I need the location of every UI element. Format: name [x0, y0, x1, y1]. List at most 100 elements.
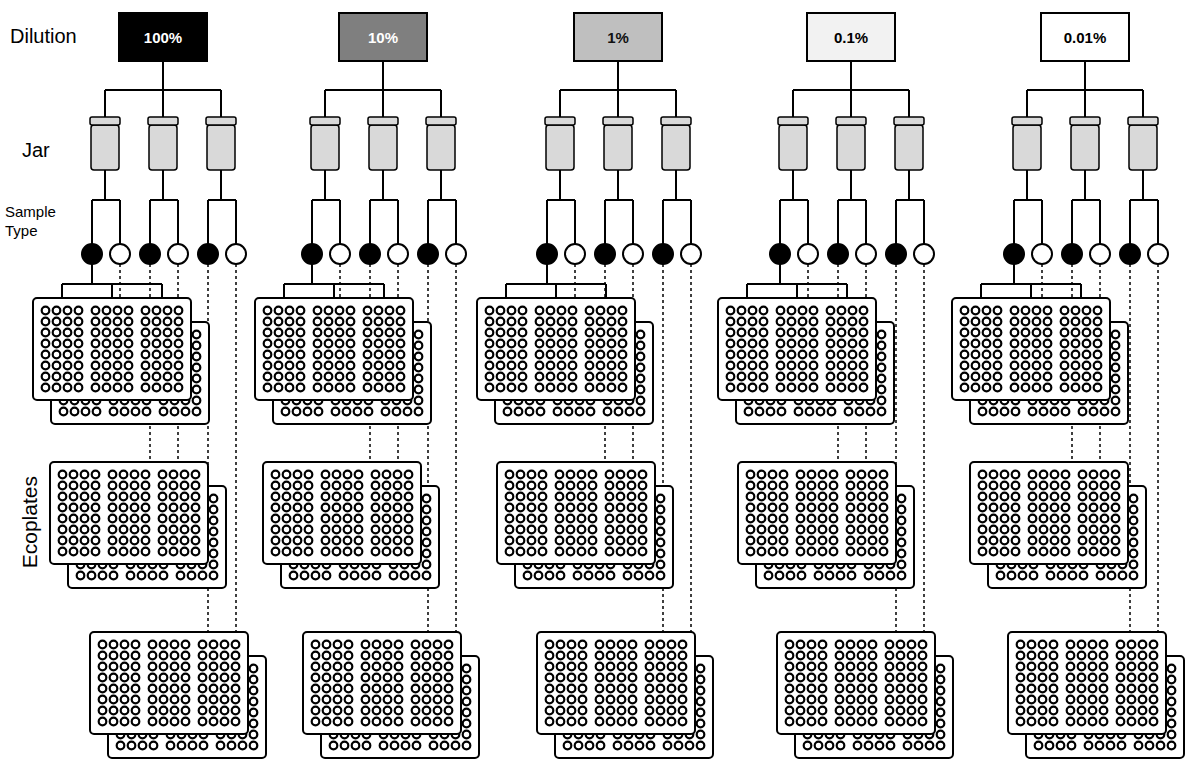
- plate-well: [596, 685, 604, 693]
- plate-well: [386, 307, 394, 315]
- plate-well: [547, 384, 555, 392]
- plate-well: [617, 537, 625, 545]
- plate-well: [557, 718, 565, 726]
- plate-well: [615, 408, 623, 416]
- dotted-line: [339, 264, 341, 298]
- plate-well: [127, 572, 135, 580]
- plate-well: [181, 515, 189, 523]
- plate-well: [567, 537, 575, 545]
- plate-well: [586, 318, 594, 326]
- plate-well: [210, 674, 218, 682]
- plate-well: [343, 408, 351, 416]
- plate-well: [81, 504, 89, 512]
- plate-well: [160, 707, 168, 715]
- plate-well: [445, 641, 453, 649]
- plate-well: [586, 351, 594, 359]
- plate-well: [92, 504, 100, 512]
- plate-well: [384, 696, 392, 704]
- plate-well: [92, 526, 100, 534]
- plate-well: [604, 408, 612, 416]
- plate-well: [182, 408, 190, 416]
- plate-well: [314, 340, 322, 348]
- plate-well: [70, 493, 78, 501]
- plate-well: [810, 329, 818, 337]
- plate-well: [362, 685, 370, 693]
- plate-well: [556, 526, 564, 534]
- plate-well: [810, 362, 818, 370]
- plate-well: [192, 482, 200, 490]
- plate-well: [628, 548, 636, 556]
- plate-well: [42, 384, 50, 392]
- plate-well: [333, 548, 341, 556]
- plate-well: [336, 384, 344, 392]
- plate-well: [404, 408, 412, 416]
- plate-well: [286, 318, 294, 326]
- plate-well: [323, 674, 331, 682]
- plate-well: [838, 340, 846, 348]
- plate-well: [93, 408, 101, 416]
- plate-well: [160, 696, 168, 704]
- plate-well: [558, 373, 566, 381]
- plate-well: [99, 718, 107, 726]
- plate-well: [75, 384, 83, 392]
- plate-well: [114, 373, 122, 381]
- plate-well: [646, 685, 654, 693]
- plate-well: [412, 663, 420, 671]
- plate-well: [373, 674, 381, 682]
- plate-well: [386, 340, 394, 348]
- plate-well: [519, 384, 527, 392]
- plate-well: [589, 482, 597, 490]
- plate-well: [164, 384, 172, 392]
- plate-well: [64, 362, 72, 370]
- plate-well: [579, 663, 587, 671]
- plate-well: [153, 373, 161, 381]
- plate-well: [463, 698, 471, 706]
- plate-well: [646, 663, 654, 671]
- plate-well: [88, 572, 96, 580]
- plate-well: [486, 373, 494, 381]
- plate-front: [537, 632, 695, 734]
- plate-well: [264, 362, 272, 370]
- plate-well: [171, 641, 179, 649]
- plate-well: [333, 515, 341, 523]
- plate-well: [323, 572, 331, 580]
- plate-well: [639, 526, 647, 534]
- plate-well: [275, 329, 283, 337]
- plate-well: [617, 471, 625, 479]
- dotted-line: [690, 264, 692, 632]
- plate-well: [114, 307, 122, 315]
- plate-well: [517, 493, 525, 501]
- plate-well: [558, 318, 566, 326]
- plate-well: [294, 493, 302, 501]
- plate-well: [849, 373, 857, 381]
- plate-well: [138, 572, 146, 580]
- plate-well: [423, 674, 431, 682]
- plate-well: [159, 526, 167, 534]
- plate-well: [618, 707, 626, 715]
- plate-well: [606, 548, 614, 556]
- plate-well: [210, 685, 218, 693]
- plate-well: [586, 362, 594, 370]
- plate-well: [486, 329, 494, 337]
- plate-well: [250, 676, 258, 684]
- plate-well: [394, 548, 402, 556]
- plate-well: [192, 515, 200, 523]
- plate-well: [637, 353, 645, 361]
- plate-well: [596, 674, 604, 682]
- plate-outline: [477, 298, 635, 400]
- plate-well: [635, 572, 643, 580]
- plate-well: [607, 718, 615, 726]
- plate-well: [697, 676, 705, 684]
- plate-well: [351, 572, 359, 580]
- plate-well: [70, 482, 78, 490]
- plate-well: [586, 329, 594, 337]
- plate-well: [64, 318, 72, 326]
- plate-well: [412, 696, 420, 704]
- plate-well: [578, 548, 586, 556]
- plate-well: [131, 515, 139, 523]
- plate-well: [519, 318, 527, 326]
- plate-well: [341, 742, 349, 750]
- plate-well: [382, 408, 390, 416]
- plate-well: [657, 550, 665, 558]
- plate-well: [637, 342, 645, 350]
